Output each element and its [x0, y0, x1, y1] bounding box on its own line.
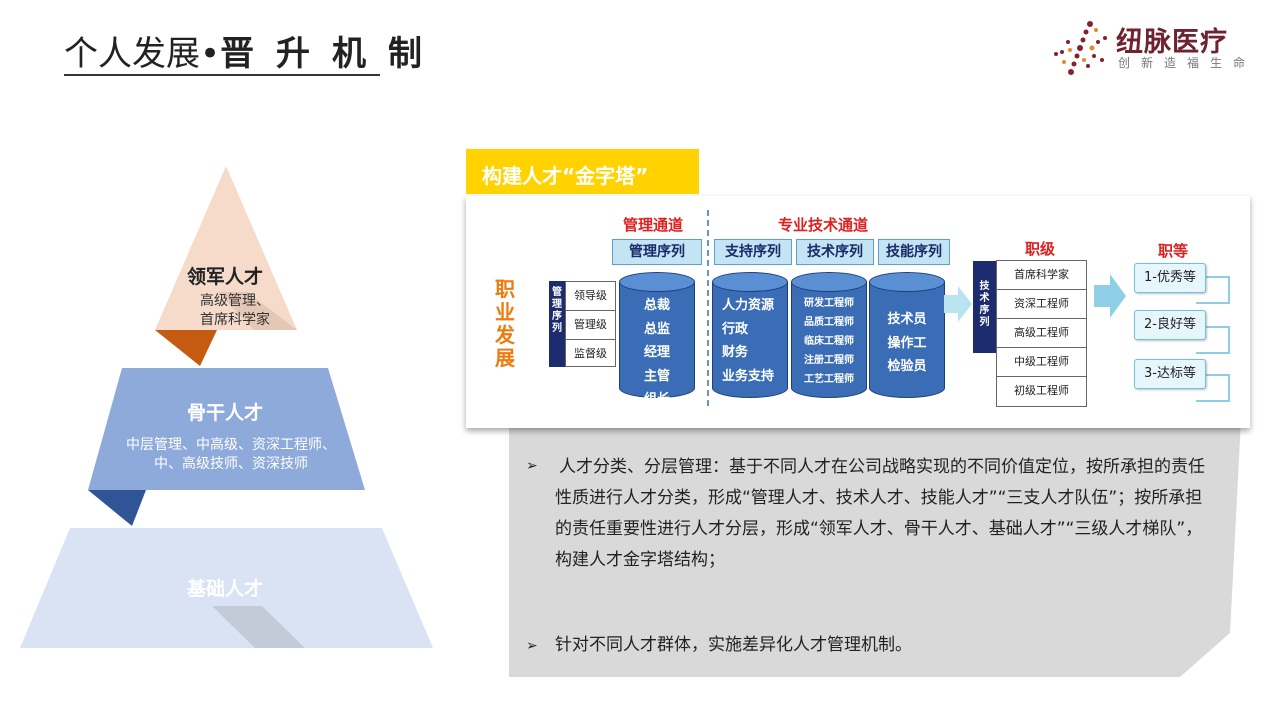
column-item: 组长: [643, 392, 670, 407]
logo-slogan: 创新造福生命: [1118, 56, 1257, 70]
column-item: 财务: [722, 345, 749, 360]
pyramid-bottom-title: 基础人才: [186, 578, 263, 600]
logo-mark-icon: [1054, 21, 1107, 75]
cylinder-top: [791, 272, 867, 292]
column-item: ……: [819, 393, 839, 404]
tech-sequence-bar-text: 技术序列: [979, 281, 990, 328]
column-item: ……: [722, 392, 748, 407]
tech-sequence-bar: 技术序列: [973, 261, 996, 353]
cylinder-body: [712, 282, 788, 398]
grade-row: 中级工程师: [997, 348, 1086, 377]
rank-frame: [1196, 326, 1230, 354]
rank-box: 1-优秀等: [1134, 263, 1206, 293]
bullet-arrow-icon: ➢: [526, 638, 538, 654]
cylinder-body: [869, 282, 945, 398]
column-item: 检验员: [887, 359, 927, 374]
mgmt-channel-heading: 管理通道: [623, 216, 684, 234]
talent-pyramid: [20, 166, 433, 648]
pyramid-top-layer: [155, 166, 297, 330]
column-item: 操作工: [887, 335, 927, 351]
bullet-text: 针对不同人才群体，实施差异化人才管理机制。: [555, 635, 912, 655]
rank-frame: [1196, 374, 1230, 402]
column-item: 总裁: [643, 298, 670, 313]
support-column: 人力资源 行政 财务 业务支持 ……: [712, 272, 788, 408]
arrow-right-icon: [944, 286, 972, 322]
pyramid-middle-desc-line: 中、高级技师、资深技师: [154, 456, 308, 472]
mgmt-sequence-bar-text: 管理序列: [552, 287, 562, 334]
grade-heading: 职级: [1025, 240, 1056, 258]
column-item: 品质工程师: [804, 317, 854, 328]
pyramid-tag-text: 构建人才“金字塔”: [482, 164, 649, 188]
mgmt-level: 管理级: [566, 311, 615, 340]
cylinder-body: [791, 282, 867, 398]
pyramid-middle-title: 骨干人才: [186, 402, 263, 424]
column-item: 工艺工程师: [804, 374, 854, 385]
column-item: 业务支持: [722, 368, 775, 384]
cylinder-top: [712, 272, 788, 292]
column-item: 技术员: [887, 312, 927, 327]
pyramid-middle-connector: [88, 490, 146, 526]
grade-row: 首席科学家: [997, 261, 1086, 290]
column-item: 注册工程师: [804, 355, 854, 366]
rank-box: 3-达标等: [1134, 359, 1206, 389]
arrow-right-icon: [1094, 274, 1126, 318]
rank-frame: [1196, 276, 1230, 304]
mgmt-sequence-bar: 管理序列: [549, 281, 565, 367]
pyramid-top-desc-line: 高级管理、: [200, 293, 270, 309]
text-panel: [509, 420, 1241, 677]
pyramid-top-title: 领军人才: [186, 266, 263, 288]
seq-label-skill: 技能序列: [878, 239, 950, 265]
seq-label-tech: 技术序列: [796, 239, 874, 265]
column-item: 总监: [643, 321, 670, 337]
grade-grid: 首席科学家 资深工程师 高级工程师 中级工程师 初级工程师: [996, 260, 1087, 407]
logo-name: 纽脉医疗: [1116, 27, 1228, 58]
company-logo: 纽脉医疗 创新造福生命: [1050, 16, 1272, 82]
pyramid-top-desc-line: 首席科学家: [200, 312, 270, 328]
support-column-items: 人力资源 行政 财务 业务支持 ……: [712, 294, 788, 412]
mgmt-level: 监督级: [574, 347, 607, 360]
rank-heading: 职等: [1158, 242, 1189, 260]
skill-column: 技术员 操作工 检验员: [869, 272, 945, 408]
pyramid-middle-layer: [88, 368, 365, 490]
bullet-text: 人才分类、分层管理：基于不同人才在公司战略实现的不同价值定位，按所承担的责任性质…: [555, 457, 1205, 570]
mgmt-column-items: 总裁 总监 经理 主管 组长: [619, 294, 695, 412]
mgmt-levels-grid: 领导级 管理级 监督级: [565, 281, 616, 367]
rank-box: 2-良好等: [1134, 310, 1206, 340]
tech-column-items: 研发工程师 品质工程师 临床工程师 注册工程师 工艺工程师 ……: [791, 294, 867, 408]
cylinder-top: [869, 272, 945, 292]
pyramid-bottom-shadow: [212, 606, 305, 648]
skill-column-items: 技术员 操作工 检验员: [869, 308, 945, 379]
cylinder-top: [619, 272, 695, 292]
column-item: 行政: [722, 321, 749, 337]
column-item: 经理: [643, 345, 670, 360]
title-underline: [64, 74, 380, 76]
seq-label-mgmt: 管理序列: [612, 239, 702, 265]
pyramid-top-shadow: [218, 292, 297, 330]
pyramid-top-desc: 高级管理、 首席科学家: [175, 292, 295, 330]
channel-divider: [707, 210, 709, 406]
tech-column: 研发工程师 品质工程师 临床工程师 注册工程师 工艺工程师 ……: [791, 272, 867, 408]
column-item: 研发工程师: [804, 298, 854, 309]
tech-channel-heading: 专业技术通道: [778, 216, 869, 234]
title-highlight: 晋升机制: [220, 34, 445, 74]
grade-row: 初级工程师: [1014, 384, 1069, 397]
pyramid-tag: [466, 149, 699, 194]
column-item: 主管: [643, 368, 670, 384]
pyramid-middle-desc: 中层管理、中高级、资深工程师、 中、高级技师、资深技师: [106, 436, 356, 474]
cylinder-body: [619, 282, 695, 398]
column-item: 人力资源: [722, 298, 775, 313]
mgmt-column: 总裁 总监 经理 主管 组长: [619, 272, 695, 408]
seq-label-support: 支持序列: [714, 239, 792, 265]
mgmt-level: 领导级: [566, 282, 615, 311]
grade-row: 高级工程师: [997, 319, 1086, 348]
title-prefix: 个人发展•: [64, 34, 221, 74]
bullet-arrow-icon: ➢: [526, 458, 538, 474]
pyramid-middle-desc-line: 中层管理、中高级、资深工程师、: [126, 437, 336, 453]
column-item: 临床工程师: [804, 336, 854, 347]
pyramid-bottom-layer: [20, 528, 433, 648]
career-development-label: 职业发展: [495, 277, 515, 370]
grade-row: 资深工程师: [997, 290, 1086, 319]
page-title: 个人发展•晋升机制: [64, 32, 444, 76]
pyramid-top-connector: [155, 330, 217, 366]
